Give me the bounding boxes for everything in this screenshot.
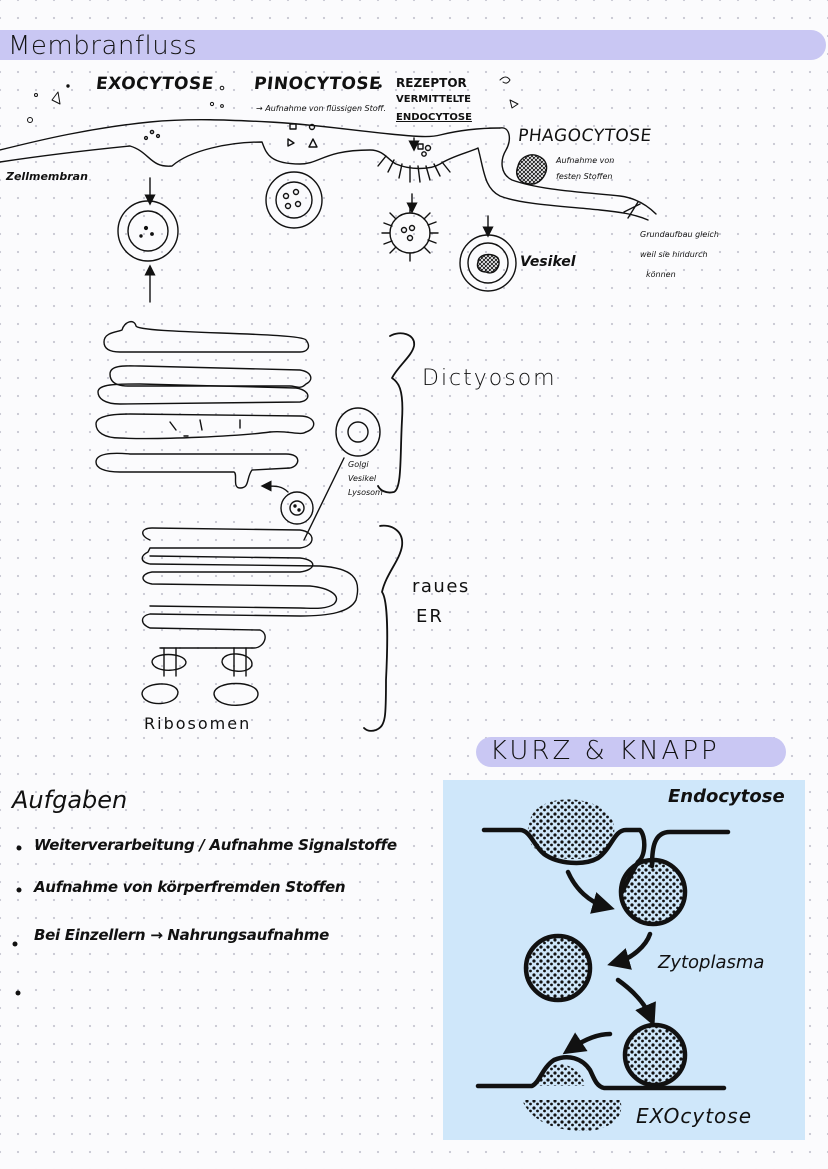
page-title: Membranfluss bbox=[8, 31, 198, 61]
rough-er bbox=[141, 527, 359, 649]
label-grundaufbau-2: weil sie hindurch bbox=[640, 250, 708, 259]
label-endocytose: ENDOCYTOSE bbox=[396, 112, 472, 123]
braces bbox=[363, 332, 415, 732]
cell-membrane bbox=[0, 119, 657, 221]
extracellular-particles bbox=[27, 76, 519, 123]
label-grundaufbau-1: Grundaufbau gleich bbox=[640, 230, 720, 239]
label-raues: raues bbox=[412, 576, 470, 597]
aufgaben-item-3: Bei Einzellern → Nahrungsaufnahme bbox=[34, 926, 329, 944]
phagocytose-vesicle bbox=[459, 154, 548, 292]
label-phago-note-1: Aufnahme von bbox=[556, 156, 615, 165]
label-golgi: Golgi bbox=[348, 460, 369, 469]
receptor-vesicle bbox=[381, 137, 439, 262]
label-vermittelte: VERMITTELTE bbox=[396, 94, 472, 105]
exocytose-vesicles bbox=[117, 129, 179, 303]
label-ribosomen: Ribosomen bbox=[144, 714, 252, 733]
label-lysosom: Lysosom bbox=[348, 488, 383, 497]
pinocytose-vesicle bbox=[265, 123, 323, 229]
aufgaben-item-2: Aufnahme von körperfremden Stoffen bbox=[34, 878, 346, 896]
kurz-band bbox=[476, 737, 786, 767]
aufgaben-heading: Aufgaben bbox=[12, 786, 128, 814]
label-grundaufbau-3: können bbox=[646, 270, 676, 279]
title-band bbox=[0, 30, 826, 60]
label-dictyosom: Dictyosom bbox=[422, 366, 557, 391]
label-er: ER bbox=[416, 606, 444, 627]
kurz-zytoplasma: Zytoplasma bbox=[658, 952, 765, 973]
ribosomes bbox=[141, 647, 259, 706]
kurz-exocytose: EXOcytose bbox=[636, 1104, 753, 1128]
label-golgi-vesikel: Vesikel bbox=[348, 474, 377, 483]
kurz-heading: KURZ & KNAPP bbox=[490, 736, 720, 766]
label-rezeptor: REZEPTOR bbox=[396, 76, 467, 90]
kurz-endocytose: Endocytose bbox=[668, 786, 785, 807]
list-bullets bbox=[12, 845, 22, 996]
label-phago-note-2: festen Stoffen bbox=[556, 172, 613, 181]
golgi-vesicles bbox=[260, 407, 381, 541]
label-pinocytose-note: → Aufnahme von flüssigen Stoff. bbox=[256, 104, 386, 113]
dictyosome-stack bbox=[95, 320, 315, 489]
label-vesikel: Vesikel bbox=[520, 254, 576, 270]
aufgaben-item-1: Weiterverarbeitung / Aufnahme Signalstof… bbox=[34, 836, 397, 854]
label-zellmembran: Zellmembran bbox=[6, 170, 88, 183]
